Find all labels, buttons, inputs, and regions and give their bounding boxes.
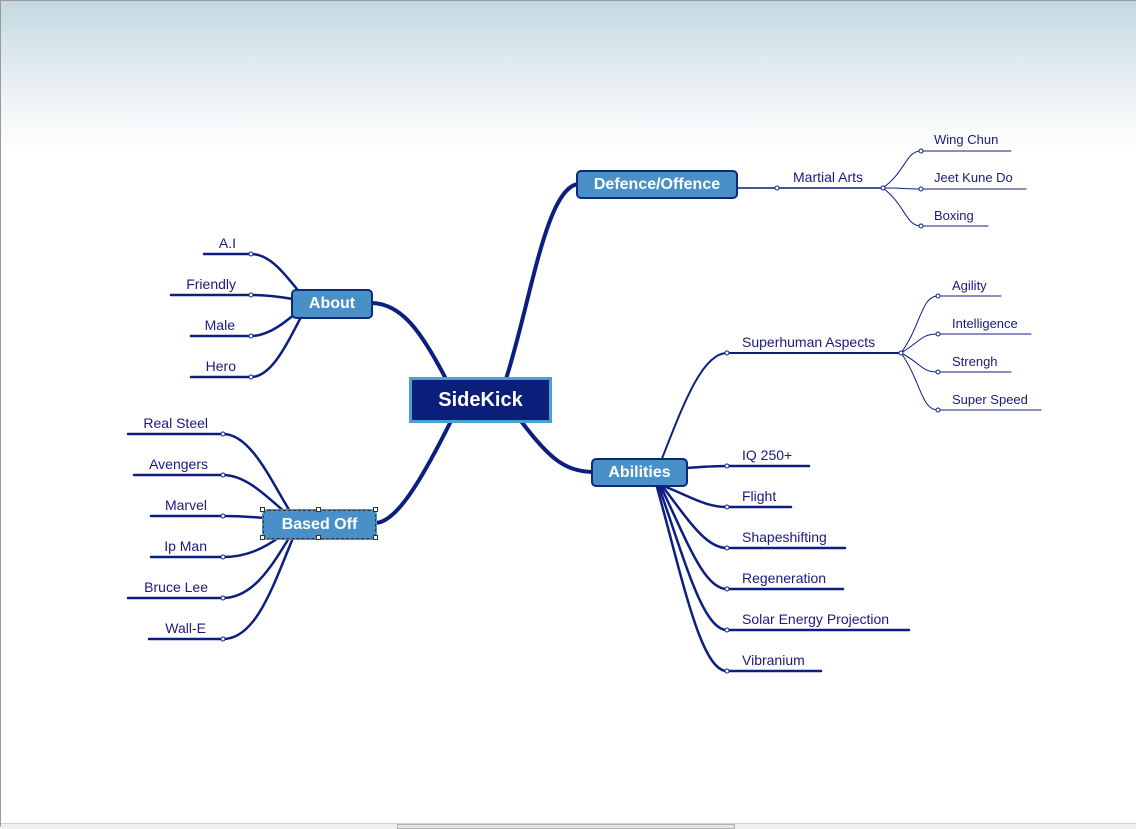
selection-handle[interactable] [373,507,378,512]
subtopic-boxing[interactable]: Boxing [934,208,974,223]
subtopic-male[interactable]: Male [204,317,235,333]
selection-handle[interactable] [316,535,321,540]
subtopic-regeneration[interactable]: Regeneration [742,570,827,586]
connector-abilities-regeneration [659,485,845,591]
root-topic-label: SideKick [438,388,523,411]
subtopic-intelligence[interactable]: Intelligence [952,316,1018,331]
subtopic-vibranium[interactable]: Vibranium [742,652,805,668]
subtopic-agility[interactable]: Agility [952,278,987,293]
connector-abilities-iq [683,464,811,470]
connector-basedoff-walle [147,536,295,641]
subtopic-friendly[interactable]: Friendly [186,276,236,292]
topic-based-off-label: Based Off [281,515,358,533]
connector-root-abilities [519,419,595,474]
subtopic-wing-chun[interactable]: Wing Chun [934,132,999,147]
subtopic-hero[interactable]: Hero [205,358,236,374]
subtopic-iq[interactable]: IQ 250+ [742,447,793,463]
connector-root-about [369,301,448,381]
connector-root-basedoff [373,419,453,525]
connector-basedoff-marvel [149,514,268,520]
connector-martialarts-jkd [882,187,1027,190]
topic-based-off[interactable]: Based Off [262,509,377,540]
subtopic-solar-energy-projection[interactable]: Solar Energy Projection [742,611,890,627]
connector-abilities-solar [657,485,911,632]
connector-abilities-vibranium [655,485,823,673]
subtopic-martial-arts[interactable]: Martial Arts [793,169,864,185]
connector-basedoff-realsteel [126,432,293,515]
connector-about-friendly [169,293,295,301]
selection-handle[interactable] [260,507,265,512]
horizontal-scrollbar[interactable] [1,823,1136,829]
subtopic-superhuman-aspects[interactable]: Superhuman Aspects [742,334,876,350]
subtopic-strengh[interactable]: Strengh [952,354,998,369]
topic-defence-offence[interactable]: Defence/Offence [576,170,738,199]
topic-abilities-label: Abilities [608,463,671,481]
topic-defence-offence-label: Defence/Offence [593,175,721,193]
connector-superhuman-intelligence [900,333,1032,354]
subtopic-bruce-lee[interactable]: Bruce Lee [144,579,208,595]
topic-about-label: About [308,295,356,312]
subtopic-wall-e[interactable]: Wall-E [165,620,206,636]
topic-abilities[interactable]: Abilities [591,458,688,487]
subtopic-super-speed[interactable]: Super Speed [952,392,1028,407]
subtopic-jeet-kune-do[interactable]: Jeet Kune Do [934,170,1013,185]
subtopic-ip-man[interactable]: Ip Man [164,538,207,554]
subtopic-flight[interactable]: Flight [742,488,777,504]
root-topic[interactable]: SideKick [409,377,552,423]
subtopic-marvel[interactable]: Marvel [164,497,207,513]
subtopic-ai[interactable]: A.I [218,235,236,251]
connector-abilities-superhuman [660,352,902,462]
subtopic-shapeshifting[interactable]: Shapeshifting [742,529,827,545]
selection-handle[interactable] [260,535,265,540]
subtopic-avengers[interactable]: Avengers [149,456,208,472]
connector-root-defence [504,182,581,381]
selection-handle[interactable] [373,535,378,540]
selection-handle[interactable] [316,507,321,512]
topic-about[interactable]: About [291,289,373,319]
subtopic-real-steel[interactable]: Real Steel [143,415,208,431]
